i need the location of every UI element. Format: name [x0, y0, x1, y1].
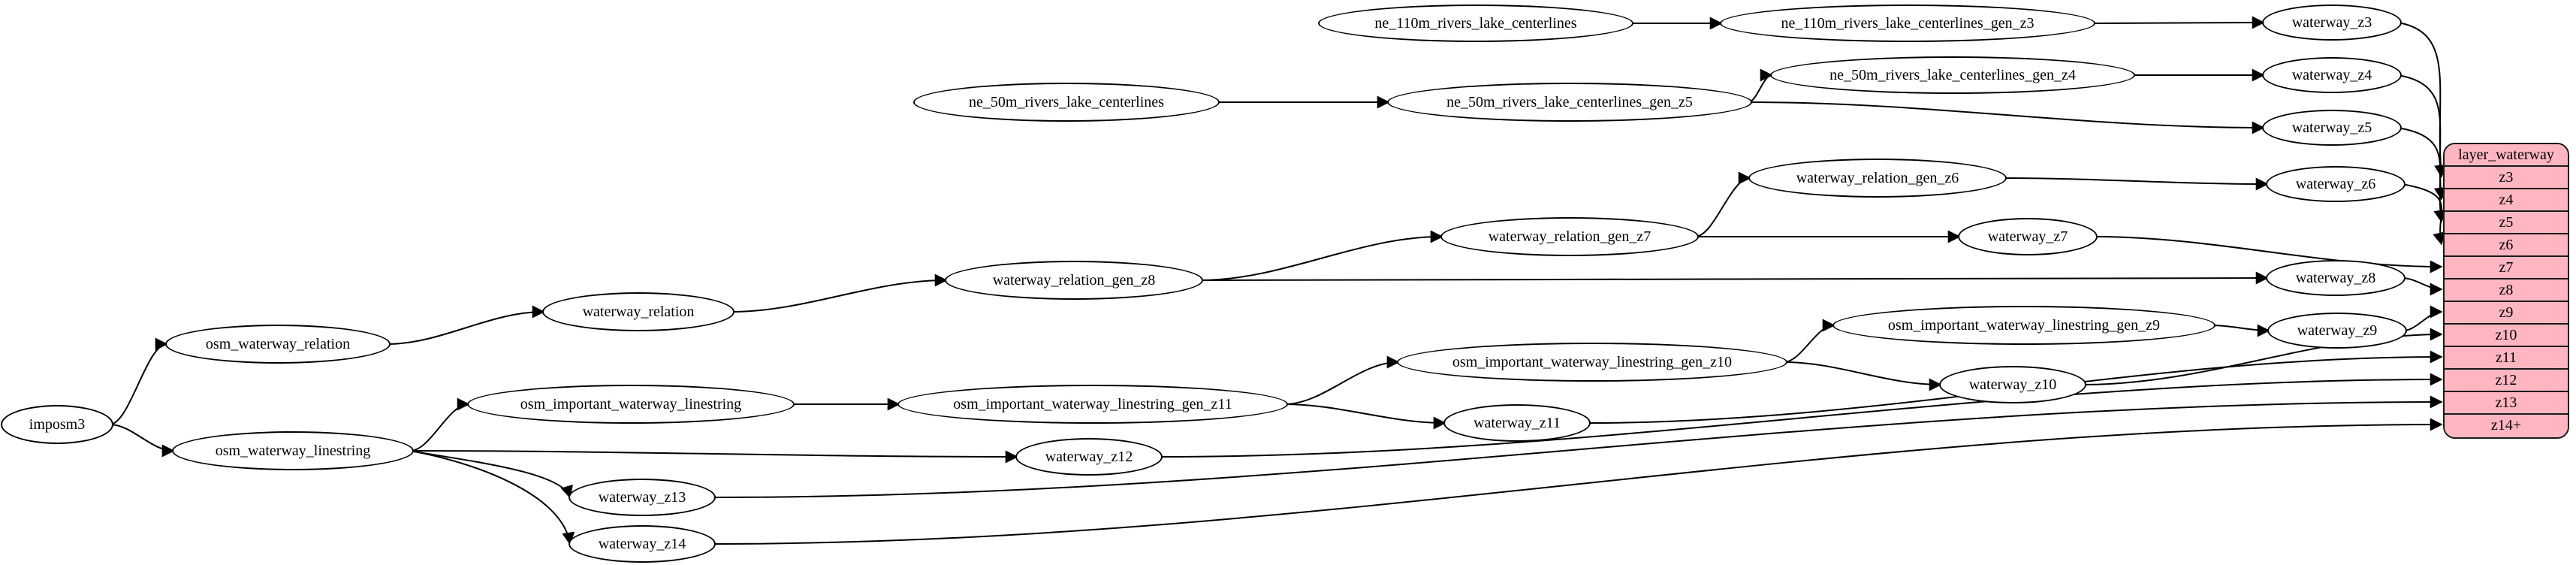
edge-ne_50m_rivers_lake_centerlines_gen_z5-to-waterway_z5: [1748, 101, 2265, 134]
edge-osm_waterway_linestring-to-waterway_z12: [409, 450, 1018, 464]
node-waterway_relation_gen_z8: waterway_relation_gen_z8: [945, 261, 1203, 300]
edge-waterway_z8-to-layer_waterway-z8: [2401, 277, 2443, 296]
edge-osm_important_waterway_linestring_gen_z9-to-waterway_z9: [2211, 324, 2270, 337]
edge-waterway_z9-to-layer_waterway-z9: [2403, 305, 2443, 331]
table-row-z14+: z14+: [2445, 415, 2568, 437]
node-ne_110m_rivers_lake_centerlines: ne_110m_rivers_lake_centerlines: [1318, 5, 1633, 42]
table-row-z12: z12: [2445, 370, 2568, 392]
edge-osm_important_waterway_linestring_gen_z11-to-osm_important_waterway_linestring_gen_z10: [1283, 355, 1400, 405]
table-row-z8: z8: [2445, 279, 2568, 302]
node-ne_50m_rivers_lake_centerlines: ne_50m_rivers_lake_centerlines: [913, 83, 1220, 122]
table-row-z4: z4: [2445, 189, 2568, 212]
node-waterway_z8: waterway_z8: [2266, 260, 2406, 296]
node-waterway_z6: waterway_z6: [2266, 166, 2406, 202]
node-waterway_z10: waterway_z10: [1939, 366, 2086, 403]
node-waterway_z12: waterway_z12: [1015, 438, 1163, 476]
edge-waterway_relation_gen_z8-to-waterway_relation_gen_z7: [1199, 230, 1443, 281]
node-waterway_z4: waterway_z4: [2262, 57, 2402, 93]
node-osm_waterway_linestring: osm_waterway_linestring: [172, 431, 414, 470]
edge-waterway_z12-to-layer_waterway-z12: [1158, 373, 2443, 458]
table-row-z13: z13: [2445, 392, 2568, 415]
edge-osm_waterway_linestring-to-osm_important_waterway_linestring: [409, 397, 470, 452]
node-waterway_z3: waterway_z3: [2262, 5, 2402, 41]
table-row-z10: z10: [2445, 325, 2568, 347]
edge-waterway_relation_gen_z8-to-waterway_z8: [1199, 271, 2269, 285]
node-waterway_relation_gen_z6: waterway_relation_gen_z6: [1748, 159, 2007, 198]
edge-waterway_relation_gen_z7-to-waterway_relation_gen_z6: [1694, 171, 1751, 237]
table-row-z11: z11: [2445, 347, 2568, 370]
node-waterway_z13: waterway_z13: [569, 479, 716, 516]
edge-ne_50m_rivers_lake_centerlines_gen_z5-to-ne_50m_rivers_lake_centerlines_gen_z4: [1748, 68, 1773, 103]
node-osm_important_waterway_linestring_gen_z9: osm_important_waterway_linestring_gen_z9: [1832, 306, 2216, 345]
edge-imposm3-to-osm_waterway_linestring: [109, 424, 175, 458]
edge-waterway_relation-to-waterway_relation_gen_z8: [730, 273, 948, 313]
edge-waterway_z7-to-layer_waterway-z7: [2093, 236, 2443, 273]
edge-osm_waterway_linestring-to-waterway_z13: [409, 450, 573, 499]
table-row-z7: z7: [2445, 257, 2568, 279]
edge-osm_important_waterway_linestring_gen_z11-to-waterway_z11: [1283, 403, 1446, 430]
node-osm_important_waterway_linestring: osm_important_waterway_linestring: [467, 385, 795, 424]
table-row-z6: z6: [2445, 234, 2568, 257]
edge-osm_important_waterway_linestring_gen_z10-to-waterway_z10: [1783, 361, 1942, 391]
node-ne_50m_rivers_lake_centerlines_gen_z4: ne_50m_rivers_lake_centerlines_gen_z4: [1770, 56, 2135, 94]
table-header: layer_waterway: [2445, 144, 2568, 167]
edge-waterway_relation_gen_z6-to-waterway_z6: [2002, 177, 2269, 191]
edge-waterway_z13-to-layer_waterway-z13: [711, 395, 2443, 498]
table-row-z9: z9: [2445, 302, 2568, 325]
node-ne_50m_rivers_lake_centerlines_gen_z5: ne_50m_rivers_lake_centerlines_gen_z5: [1387, 83, 1752, 122]
edge-waterway_z14-to-layer_waterway-z14+: [711, 418, 2443, 545]
node-osm_important_waterway_linestring_gen_z10: osm_important_waterway_linestring_gen_z1…: [1397, 343, 1787, 382]
edge-waterway_z5-to-layer_waterway-z5: [2397, 127, 2447, 223]
node-waterway_z11: waterway_z11: [1443, 404, 1591, 442]
table-row-z5: z5: [2445, 212, 2568, 234]
node-waterway_relation_gen_z7: waterway_relation_gen_z7: [1440, 217, 1699, 256]
node-waterway_z14: waterway_z14: [569, 525, 716, 563]
node-ne_110m_rivers_lake_centerlines_gen_z3: ne_110m_rivers_lake_centerlines_gen_z3: [1720, 5, 2095, 42]
node-waterway_relation: waterway_relation: [542, 292, 734, 331]
edge-waterway_z6-to-layer_waterway-z6: [2401, 183, 2445, 246]
edge-imposm3-to-osm_waterway_relation: [109, 337, 168, 425]
node-waterway_z5: waterway_z5: [2262, 110, 2402, 146]
node-imposm3: imposm3: [1, 405, 113, 444]
edge-osm_waterway_relation-to-waterway_relation: [386, 305, 545, 345]
node-osm_waterway_relation: osm_waterway_relation: [165, 325, 391, 364]
node-waterway_z9: waterway_z9: [2267, 313, 2407, 349]
node-waterway_z7: waterway_z7: [1958, 218, 2098, 255]
edge-osm_important_waterway_linestring_gen_z10-to-osm_important_waterway_linestring_gen_z9: [1783, 319, 1835, 363]
table-row-z3: z3: [2445, 167, 2568, 189]
node-osm_important_waterway_linestring_gen_z11: osm_important_waterway_linestring_gen_z1…: [897, 385, 1288, 424]
edge-osm_waterway_linestring-to-waterway_z14: [409, 450, 575, 545]
